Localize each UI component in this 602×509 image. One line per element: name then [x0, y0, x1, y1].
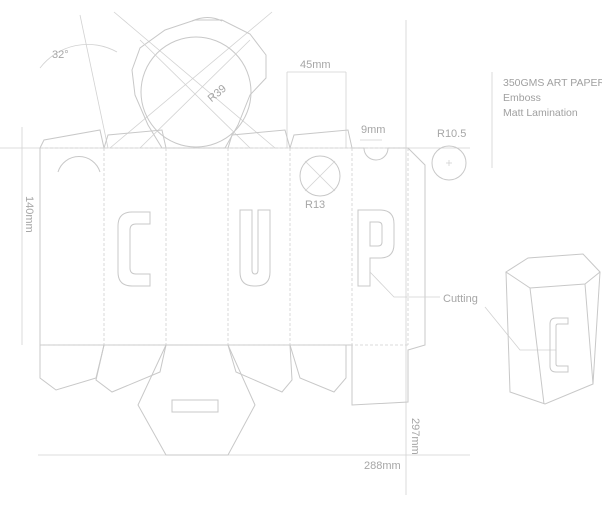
spec-lamination: Matt Lamination [503, 107, 578, 119]
spec-paper: 350GMS ART PAPER [503, 77, 602, 89]
cutting-leader-line [369, 271, 440, 298]
r10-5-circle [431, 145, 467, 181]
bottom-flaps [39, 344, 347, 456]
radius-notch-label: R10.5 [437, 128, 466, 140]
r13-circle [299, 155, 341, 197]
angle-label: 32° [52, 49, 69, 61]
letter-c [117, 211, 151, 287]
radius-circle-label: R13 [305, 199, 325, 211]
guide-lines [0, 11, 493, 495]
slot [171, 399, 219, 413]
bottom-hexagon-flap [137, 344, 256, 456]
sheet-width-label: 288mm [364, 460, 401, 472]
top-lid [131, 17, 267, 149]
sheet-height-label: 297mm [409, 418, 421, 455]
notch-width-label: 9mm [361, 124, 385, 136]
spec-emboss: Emboss [503, 92, 541, 104]
box-3d-illustration [505, 253, 601, 405]
cutting-leader-line-box [484, 306, 556, 351]
radius-top-label: R39 [206, 83, 229, 105]
panel-arc [57, 156, 101, 173]
box-body [39, 129, 426, 406]
lid-circle [140, 36, 252, 148]
panel-width-label: 45mm [300, 59, 331, 71]
letter-p [357, 209, 395, 287]
cutting-label: Cutting [443, 293, 478, 305]
height-label: 140mm [23, 196, 35, 233]
letter-u [239, 209, 271, 287]
